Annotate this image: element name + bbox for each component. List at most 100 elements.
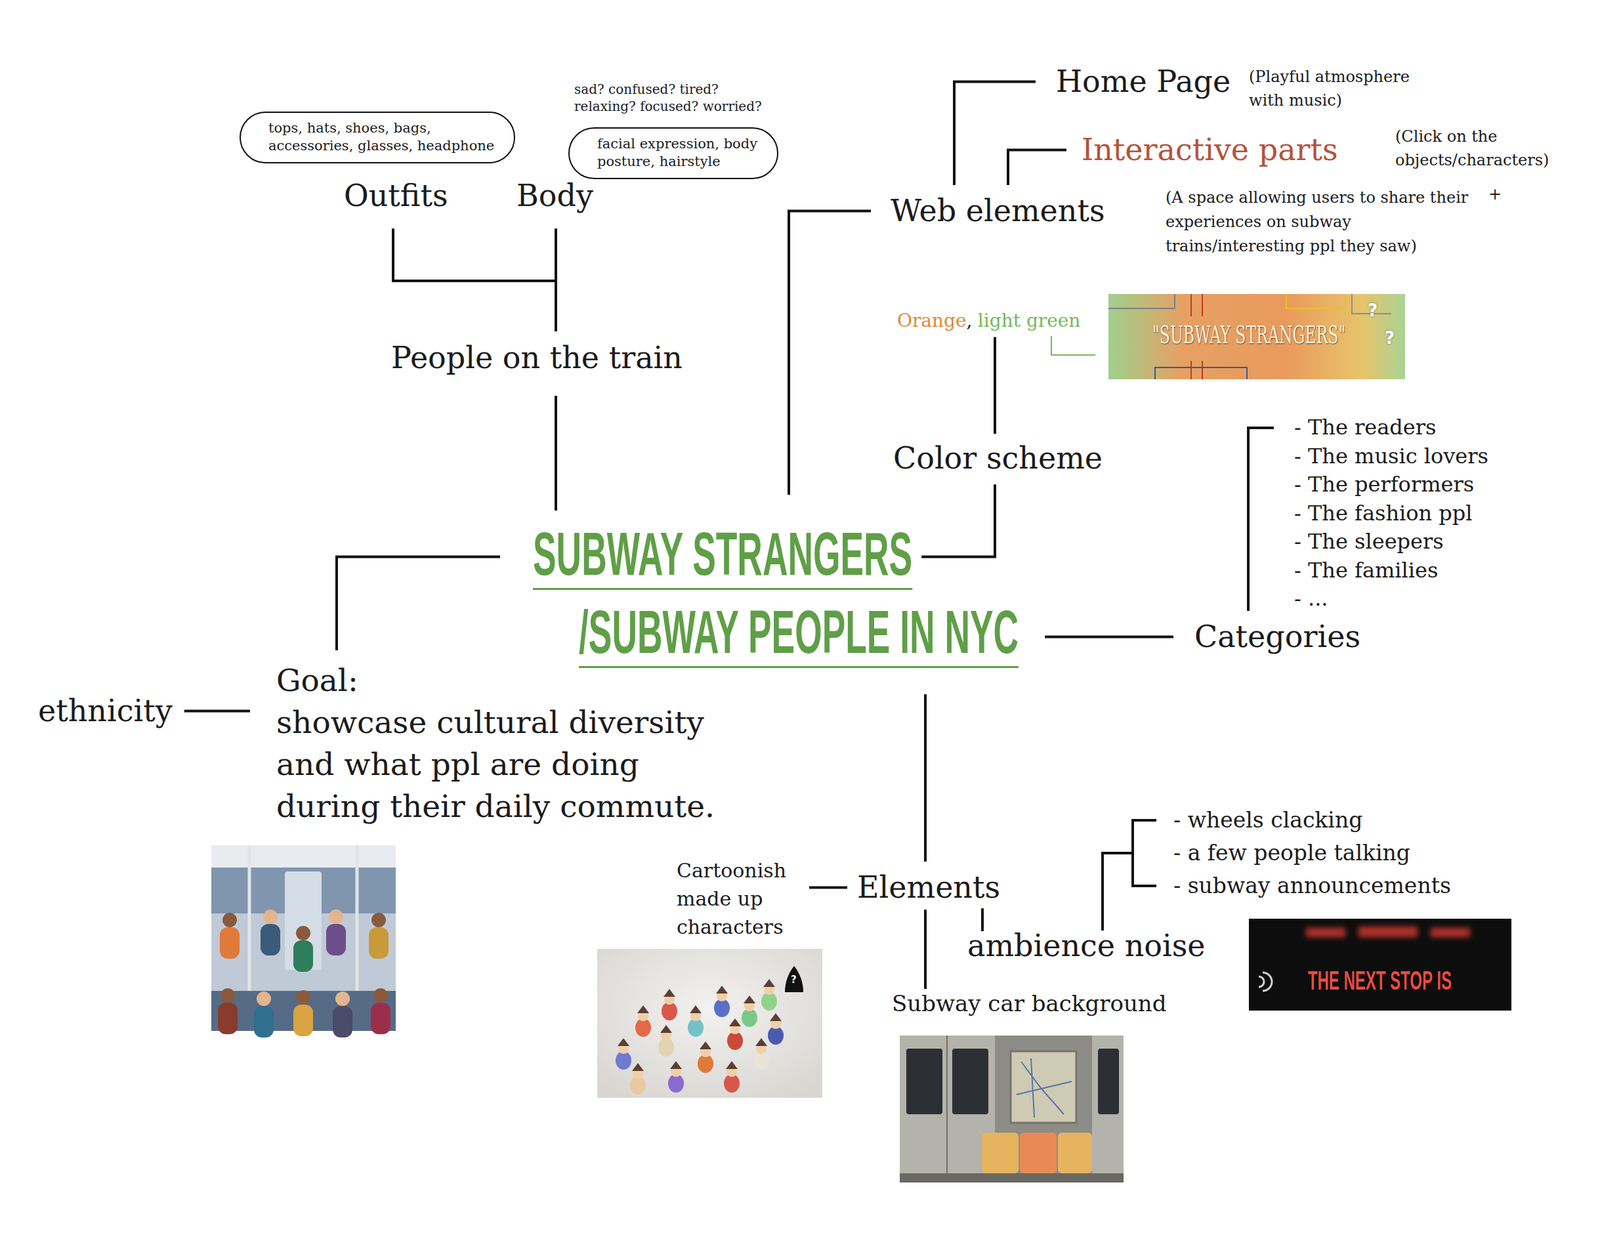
branch-text: ethnicity — [38, 693, 173, 730]
sign-text: THE NEXT STOP IS — [1307, 964, 1452, 997]
passenger — [217, 988, 238, 1035]
branch-text: Web elements — [890, 192, 1106, 230]
passenger — [293, 990, 314, 1037]
color-name: light green — [977, 309, 1081, 332]
figure — [714, 985, 730, 1018]
mystery-figure — [784, 966, 804, 993]
pill-text: tops, hats, shoes, bags, accessories, gl… — [268, 119, 497, 156]
branch-node: Body — [516, 177, 594, 214]
note-text: (A space allowing users to share their e… — [1165, 185, 1474, 259]
connector-line — [788, 211, 871, 495]
color-names: Orange,light green — [897, 309, 1081, 333]
plus-mark: + — [1488, 185, 1502, 204]
connector-line — [993, 337, 997, 434]
figures-backdrop — [597, 948, 823, 1098]
color-name: , — [966, 309, 973, 332]
leader-line — [1051, 336, 1096, 356]
branch-node: ethnicity — [38, 693, 173, 730]
figure — [753, 1038, 770, 1070]
branch-node: Elements — [857, 869, 1001, 906]
title-text: SUBWAY STRANGERS — [532, 523, 913, 590]
connector-line — [924, 694, 927, 862]
connector-line — [336, 557, 501, 652]
connector-line — [1008, 150, 1067, 186]
door-window — [952, 1048, 989, 1115]
branch-text: People on the train — [391, 339, 683, 377]
subway-illustration — [211, 845, 396, 1038]
car-door — [1092, 1035, 1124, 1183]
connector-line — [184, 710, 251, 713]
car-floor — [899, 1173, 1124, 1183]
note-text: (Click on the objects/characters) — [1395, 124, 1560, 172]
subway-map — [1010, 1051, 1077, 1123]
connector-line — [393, 228, 556, 332]
figure — [723, 1061, 740, 1093]
list-item: - subway announcements — [1173, 869, 1452, 903]
passenger — [332, 991, 353, 1038]
list-item: - The performers — [1294, 470, 1489, 500]
figure — [658, 1025, 674, 1057]
category-list: - The readers- The music lovers- The per… — [1294, 413, 1489, 614]
list-item: - The music lovers — [1294, 442, 1489, 472]
branch-node: Interactive parts — [1081, 131, 1339, 169]
map-lines — [1016, 1058, 1072, 1118]
branch-text: Categories — [1194, 618, 1361, 655]
car-door — [899, 1035, 995, 1183]
question-mark: ? — [1384, 328, 1395, 348]
banner-text: "SUBWAY STRANGERS" — [1152, 320, 1346, 351]
color-name: Orange — [897, 309, 967, 332]
detail-pill: tops, hats, shoes, bags, accessories, gl… — [239, 111, 516, 164]
connector-line — [1248, 427, 1274, 611]
next-stop-sign — [1248, 918, 1512, 1011]
branch-text: ambience noise — [967, 927, 1206, 965]
figure — [630, 1063, 646, 1095]
cartoon-figures — [597, 948, 823, 1098]
branch-text: Body — [516, 177, 594, 214]
connector-line — [924, 909, 927, 990]
glow-mark — [1358, 926, 1418, 938]
connector-line — [1044, 635, 1174, 639]
door-window — [1097, 1048, 1119, 1115]
sign-glow — [1305, 926, 1471, 938]
note-text: sad? confused? tired? relaxing? focused?… — [574, 80, 775, 115]
list-item: - The sleepers — [1294, 527, 1489, 557]
branch-text: Outfits — [343, 177, 449, 214]
passenger — [219, 912, 240, 959]
goal-text: Goal: — [276, 659, 736, 702]
subway-car-photo — [899, 1035, 1124, 1183]
list-item: - The families — [1294, 556, 1489, 586]
list-item: - wheels clacking — [1173, 803, 1452, 837]
seat — [981, 1132, 1019, 1174]
figure — [767, 1013, 784, 1045]
connector-line — [554, 228, 558, 332]
branch-text: Home Page — [1055, 63, 1231, 100]
banner-line — [1286, 294, 1346, 309]
car-wall — [899, 1035, 1124, 1183]
goal-text: showcase cultural diversity and what ppl… — [276, 701, 736, 828]
detail-pill: facial expression, body posture, hairsty… — [568, 127, 779, 180]
sign-panel — [1248, 918, 1512, 1011]
figure — [635, 1005, 652, 1037]
branch-node: ambience noise — [967, 927, 1206, 965]
branch-text: Cartoonish made up characters — [676, 856, 795, 942]
branch-node: Color scheme — [893, 440, 1103, 477]
passenger — [326, 909, 346, 956]
glow-mark — [1430, 927, 1471, 938]
figure — [687, 1005, 704, 1037]
figure — [661, 989, 678, 1021]
list-bracket — [1132, 820, 1157, 886]
door-gap — [946, 1035, 948, 1183]
passenger — [370, 988, 391, 1035]
title-text: /SUBWAY PEOPLE IN NYC — [578, 601, 1019, 669]
figure — [697, 1041, 714, 1074]
branch-node: Home Page — [1055, 63, 1231, 100]
seat — [1057, 1132, 1093, 1174]
question-mark: ? — [1367, 300, 1378, 321]
passenger — [253, 991, 274, 1038]
figure — [668, 1061, 684, 1093]
question-mark: ? — [790, 973, 797, 986]
branch-text: Subway car background — [891, 990, 1167, 1018]
